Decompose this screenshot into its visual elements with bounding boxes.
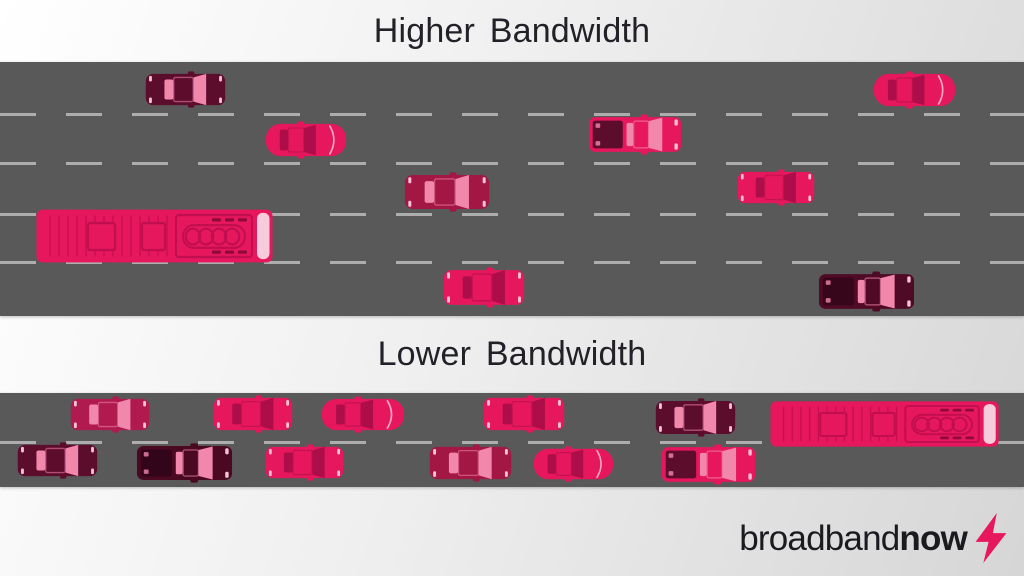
vehicle-pickup bbox=[661, 444, 756, 485]
higher-bandwidth-header: Higher Bandwidth bbox=[0, 0, 1024, 62]
lane-divider bbox=[0, 441, 1024, 444]
vehicle-sedan bbox=[70, 396, 150, 433]
vehicle-sports bbox=[265, 121, 347, 159]
vehicle-sedan bbox=[404, 172, 490, 212]
lane-divider bbox=[0, 213, 1024, 216]
lane-divider bbox=[0, 113, 1024, 116]
vehicle-pickup bbox=[136, 443, 233, 483]
vehicle-sedan bbox=[213, 395, 293, 433]
vehicle-sedan bbox=[443, 267, 525, 308]
vehicle-bus bbox=[770, 400, 1002, 448]
vehicle-sports bbox=[873, 71, 956, 109]
vehicle-sedan bbox=[429, 444, 512, 482]
vehicle-pickup bbox=[588, 114, 682, 155]
vehicle-bus bbox=[36, 208, 276, 264]
logo-text-now: now bbox=[899, 518, 967, 558]
lower-bandwidth-header: Lower Bandwidth bbox=[0, 316, 1024, 393]
lane-divider bbox=[0, 261, 1024, 264]
vehicle-sedan bbox=[145, 71, 226, 108]
logo-text-broadband: broadband bbox=[739, 518, 900, 558]
vehicle-pickup bbox=[818, 271, 915, 312]
lower-bandwidth-road bbox=[0, 393, 1024, 487]
vehicle-sedan bbox=[655, 398, 736, 437]
vehicle-sedan bbox=[265, 444, 344, 481]
lower-bandwidth-title: Lower Bandwidth bbox=[377, 335, 647, 373]
vehicle-sports bbox=[533, 446, 614, 482]
higher-bandwidth-road bbox=[0, 62, 1024, 316]
lane-divider bbox=[0, 162, 1024, 165]
vehicle-sedan bbox=[17, 442, 98, 479]
vehicle-sedan bbox=[737, 169, 815, 206]
lightning-bolt-icon bbox=[975, 512, 1007, 564]
vehicle-sedan bbox=[483, 395, 565, 433]
vehicle-sports bbox=[321, 396, 405, 433]
higher-bandwidth-title: Higher Bandwidth bbox=[373, 11, 651, 50]
